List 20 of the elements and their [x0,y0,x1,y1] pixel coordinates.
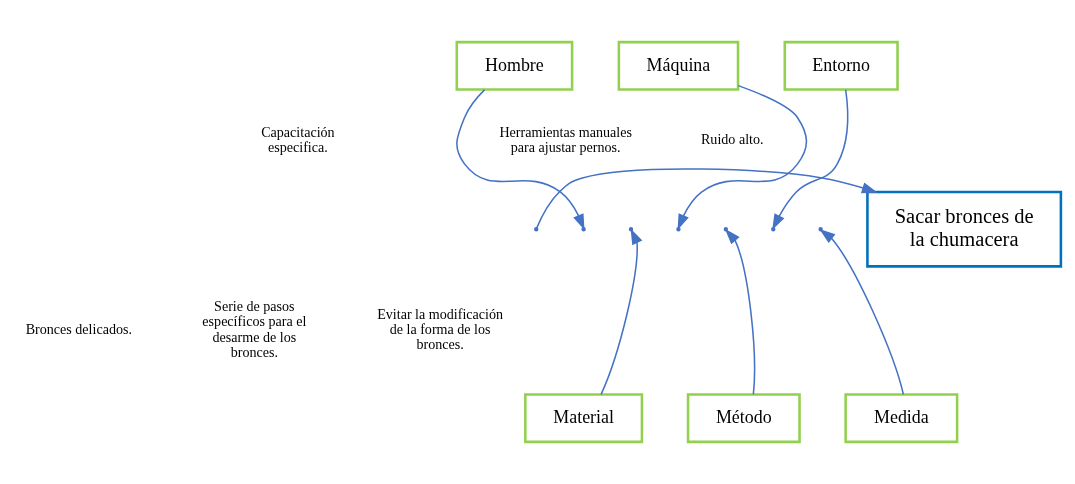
label: Serie de pasos específicos para el desarme de los bronces. [202,297,307,361]
arrow [677,84,808,230]
arrow [456,89,585,230]
arrow [772,89,849,230]
arrow [724,228,756,396]
node-box: Hombre [455,40,574,91]
arrow [535,168,878,229]
arrow [600,228,643,396]
label: Ruido alto. [700,131,764,148]
label: Evitar la modificación de la forma de los bronces. [377,305,504,353]
node-box: Sacar bronces de la chumacera [866,190,1063,268]
node-box: Material [524,393,644,444]
label: Capacitación especifica. [261,123,335,156]
label: Herramientas manuales para ajustar pernos. [499,123,632,156]
arrow [819,229,905,396]
node-box: Medida [844,393,959,444]
node-box: Método [686,393,801,444]
node-box: Máquina [617,40,740,91]
label: Bronces delicados. [25,320,132,337]
node-box: Entorno [783,40,899,91]
